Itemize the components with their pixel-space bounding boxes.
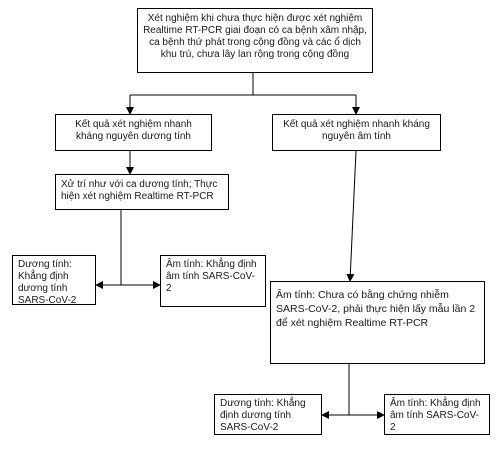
node-root-label: Xét nghiệm khi chưa thực hiện được xét n… <box>143 13 367 60</box>
node-negative-followup-label: Âm tính: Chưa có bằng chứng nhiễm SARS-C… <box>276 289 476 329</box>
node-treat-positive-label: Xử trí như với ca dương tính; Thực hiện … <box>61 179 218 202</box>
node-pcr2-positive: Dương tính: Khẳng định dương tính SARS-C… <box>214 394 322 435</box>
node-rapid-positive-label: Kết quả xét nghiệm nhanh kháng nguyên dư… <box>75 119 192 142</box>
node-treat-positive: Xử trí như với ca dương tính; Thực hiện … <box>55 174 229 210</box>
node-root: Xét nghiệm khi chưa thực hiện được xét n… <box>137 8 373 73</box>
node-pcr1-positive: Dương tính: Khẳng định dương tính SARS-C… <box>12 255 96 306</box>
edge-rapid-negative-to-followup <box>346 150 357 282</box>
node-rapid-negative: Kết quả xét nghiệm nhanh kháng nguyên âm… <box>272 114 441 151</box>
node-pcr1-negative: Âm tính: Khẳng định âm tính SARS-CoV-2 <box>160 255 266 307</box>
node-rapid-positive: Kết quả xét nghiệm nhanh kháng nguyên dư… <box>55 114 212 151</box>
node-pcr1-positive-label: Dương tính: Khẳng định dương tính SARS-C… <box>18 259 77 306</box>
node-pcr2-negative: Âm tính: Khẳng định âm tính SARS-CoV-2 <box>384 394 490 435</box>
node-rapid-negative-label: Kết quả xét nghiệm nhanh kháng nguyên âm… <box>283 119 430 142</box>
node-pcr2-positive-label: Dương tính: Khẳng định dương tính SARS-C… <box>220 398 306 433</box>
node-pcr1-negative-label: Âm tính: Khẳng định âm tính SARS-CoV-2 <box>166 259 257 294</box>
node-pcr2-negative-label: Âm tính: Khẳng định âm tính SARS-CoV-2 <box>390 398 481 433</box>
node-negative-followup: Âm tính: Chưa có bằng chứng nhiễm SARS-C… <box>270 281 485 364</box>
